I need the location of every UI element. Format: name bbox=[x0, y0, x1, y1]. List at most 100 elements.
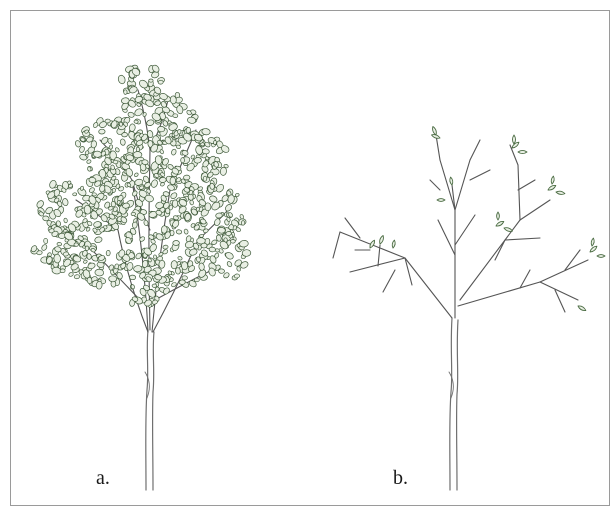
leaf bbox=[159, 177, 166, 183]
leaf bbox=[146, 119, 155, 127]
branch bbox=[333, 232, 340, 258]
full-canopy-tree-icon bbox=[30, 64, 251, 490]
leaf bbox=[217, 227, 225, 233]
leaf bbox=[133, 265, 142, 272]
leaf bbox=[163, 245, 169, 250]
leaf bbox=[548, 185, 556, 190]
leaf bbox=[74, 274, 80, 279]
leaf bbox=[220, 167, 227, 176]
leaf bbox=[199, 234, 204, 238]
leaf bbox=[179, 280, 185, 285]
leaf bbox=[120, 139, 126, 146]
leaf bbox=[109, 276, 117, 282]
leaf bbox=[196, 207, 200, 212]
leaf bbox=[119, 122, 123, 127]
leaf bbox=[198, 263, 205, 271]
leaf bbox=[183, 175, 189, 180]
branch bbox=[505, 238, 540, 240]
leaf bbox=[234, 274, 240, 279]
leaf bbox=[518, 150, 527, 153]
leaf bbox=[177, 256, 182, 261]
branch bbox=[470, 170, 490, 180]
leaf bbox=[142, 112, 146, 117]
leaf bbox=[171, 260, 177, 268]
branch bbox=[430, 180, 440, 190]
leaf bbox=[380, 236, 384, 245]
leaf bbox=[194, 278, 199, 282]
leaf bbox=[170, 96, 177, 105]
bare-branch-tree-icon bbox=[333, 127, 605, 491]
leaf bbox=[73, 193, 77, 196]
leaf bbox=[157, 126, 164, 132]
leaf bbox=[370, 240, 375, 248]
leaf bbox=[578, 306, 586, 311]
leaf bbox=[194, 157, 202, 163]
branch bbox=[455, 160, 470, 210]
branch bbox=[540, 282, 578, 300]
branch bbox=[520, 200, 550, 220]
leaf bbox=[241, 221, 244, 226]
leaf bbox=[224, 251, 234, 260]
leaf bbox=[184, 229, 189, 235]
leaf bbox=[218, 269, 224, 274]
leaf bbox=[149, 79, 153, 82]
leaf bbox=[591, 238, 594, 246]
leaf bbox=[136, 147, 140, 152]
leaf bbox=[171, 149, 177, 156]
leaf bbox=[181, 261, 188, 270]
leaf bbox=[35, 199, 44, 209]
leaf bbox=[450, 177, 453, 185]
leaf bbox=[496, 221, 504, 226]
trunk-line bbox=[146, 330, 148, 490]
leaf bbox=[597, 255, 605, 258]
leaf bbox=[106, 250, 110, 256]
leaf bbox=[201, 243, 208, 248]
branch bbox=[518, 180, 535, 190]
leaf bbox=[209, 247, 216, 252]
leaf bbox=[504, 228, 513, 232]
leaf bbox=[68, 272, 74, 277]
leaf bbox=[182, 276, 187, 280]
branch bbox=[470, 140, 480, 160]
leaf bbox=[99, 129, 106, 134]
leaf bbox=[433, 127, 437, 136]
leaf bbox=[111, 201, 116, 207]
leaf bbox=[230, 239, 235, 243]
leaf bbox=[158, 252, 163, 257]
leaf bbox=[173, 114, 178, 118]
leaf bbox=[105, 119, 111, 123]
leaf bbox=[134, 120, 139, 124]
leaf bbox=[57, 242, 62, 246]
leaf bbox=[175, 268, 180, 275]
leaf bbox=[94, 236, 103, 244]
leaf bbox=[160, 182, 165, 187]
branch bbox=[460, 220, 520, 300]
leaf bbox=[551, 176, 554, 184]
leaf bbox=[83, 259, 88, 264]
panel-label-a: a. bbox=[96, 468, 110, 488]
leaf bbox=[93, 151, 102, 158]
leaf bbox=[129, 275, 136, 280]
leaf bbox=[239, 240, 249, 248]
trunk-line bbox=[450, 318, 452, 490]
leaf bbox=[173, 240, 180, 245]
leaf bbox=[392, 240, 395, 248]
leaf bbox=[176, 229, 182, 234]
branch bbox=[350, 258, 405, 272]
leaf bbox=[124, 90, 128, 95]
branch bbox=[438, 220, 455, 255]
leaf bbox=[158, 80, 163, 84]
leaf bbox=[121, 97, 129, 104]
branch bbox=[383, 270, 395, 292]
leaf bbox=[242, 249, 251, 256]
leaf bbox=[122, 203, 130, 209]
branch bbox=[455, 215, 475, 245]
leaf bbox=[60, 269, 65, 273]
branch bbox=[540, 260, 588, 282]
leaf bbox=[186, 127, 191, 133]
trunk-line bbox=[457, 320, 458, 490]
leaf bbox=[43, 238, 48, 244]
leaf bbox=[107, 138, 112, 144]
leaf bbox=[152, 284, 157, 288]
